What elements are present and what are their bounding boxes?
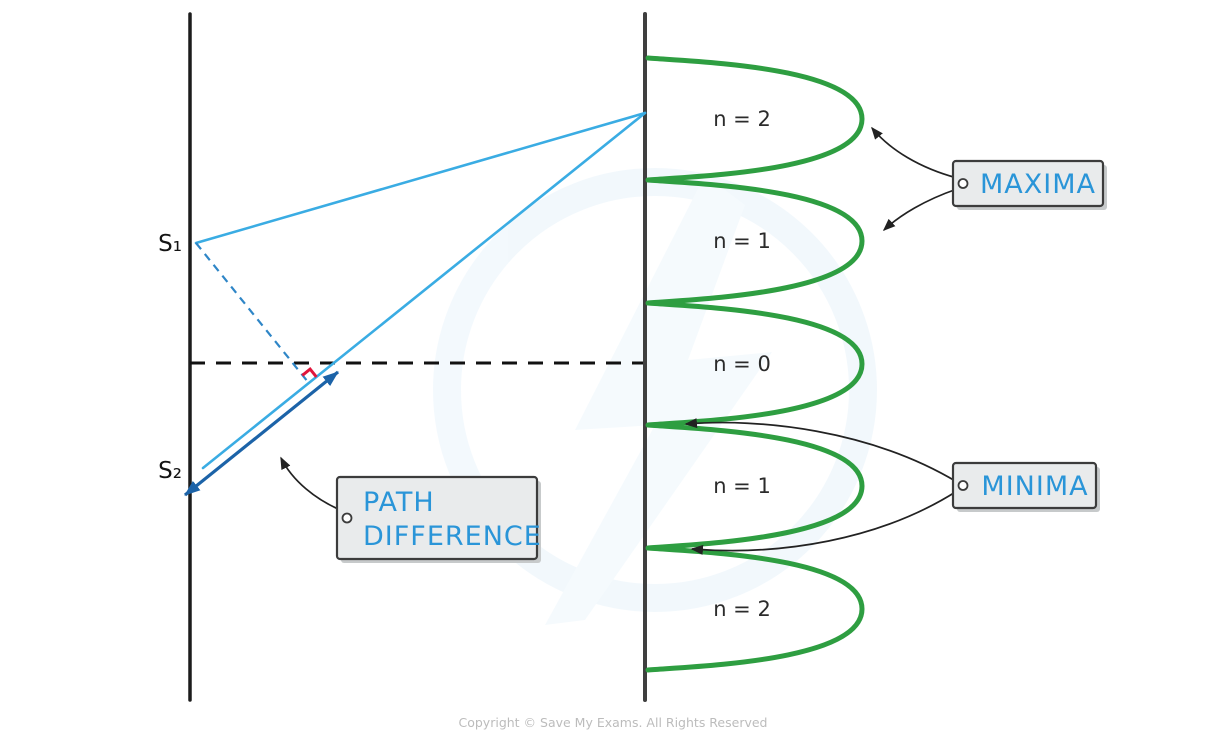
perpendicular-dashed-line <box>195 242 309 383</box>
path-difference-tag: PATH DIFFERENCE <box>335 475 542 563</box>
maxima-arrow-to-n1 <box>882 188 958 232</box>
maxima-tag-box <box>951 159 1105 208</box>
source-s1-label: S₁ <box>158 231 182 257</box>
maxima-tag-label: MAXIMA <box>980 169 1096 200</box>
intensity-pattern-curve <box>645 55 865 673</box>
source-s2-label: S₂ <box>158 458 182 484</box>
lobe-label-n0: n = 0 <box>713 352 771 376</box>
path-difference-label-line2: DIFFERENCE <box>363 521 542 552</box>
minima-tag-box <box>951 461 1098 510</box>
maxima-tag: MAXIMA <box>951 159 1107 210</box>
minima-tag-hole-icon <box>957 480 969 491</box>
minima-arrow-to-upper-minimum <box>684 418 958 483</box>
path-difference-label-line1: PATH <box>363 487 435 518</box>
path-difference-double-arrow <box>183 370 340 497</box>
path-difference-pointer-arrow <box>280 456 346 513</box>
lobe-label-n2-bottom: n = 2 <box>713 597 771 621</box>
lobe-label-n1-top: n = 1 <box>713 229 771 253</box>
copyright-text: Copyright © Save My Exams. All Rights Re… <box>459 715 768 730</box>
lobe-label-n2-top: n = 2 <box>713 107 771 131</box>
path-difference-tag-hole-icon <box>341 512 353 524</box>
minima-tag-label: MINIMA <box>981 471 1088 502</box>
lobe-label-n1-bottom: n = 1 <box>713 474 771 498</box>
path-difference-tag-box <box>335 475 539 561</box>
maxima-tag-hole-icon <box>957 178 969 189</box>
ray-s1-to-screen <box>194 111 647 245</box>
right-angle-marker <box>301 366 318 378</box>
minima-tag: MINIMA <box>951 461 1100 512</box>
ray-s2-to-screen <box>201 111 647 470</box>
maxima-arrow-to-n2 <box>871 126 958 179</box>
minima-arrow-to-lower-minimum <box>690 490 958 555</box>
